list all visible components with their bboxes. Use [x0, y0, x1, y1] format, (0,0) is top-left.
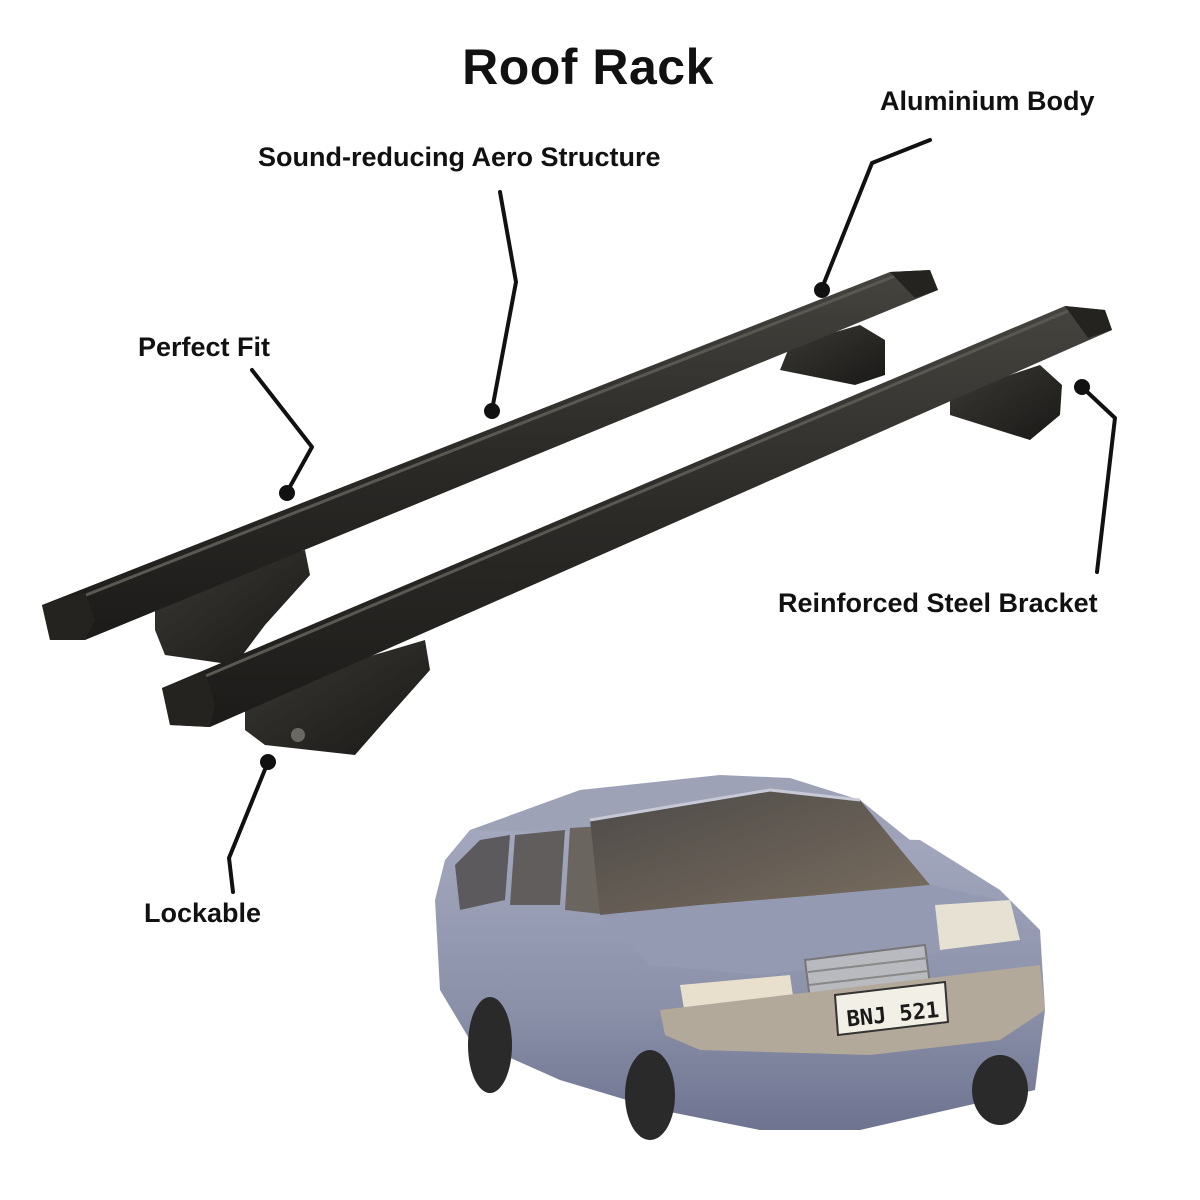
car-image [435, 775, 1045, 1140]
callout-perfect-fit: Perfect Fit [138, 332, 271, 362]
page-title: Roof Rack [462, 39, 714, 95]
rear-crossbar [42, 270, 938, 665]
callout-dots [260, 282, 1090, 770]
callout-lines [227, 138, 1117, 894]
callout-aluminium-body: Aluminium Body [880, 86, 1095, 116]
front-crossbar [162, 306, 1112, 755]
callout-lockable: Lockable [144, 898, 262, 928]
callout-sound-reducing: Sound-reducing Aero Structure [258, 142, 661, 172]
callout-reinforced-bracket: Reinforced Steel Bracket [778, 588, 1098, 618]
